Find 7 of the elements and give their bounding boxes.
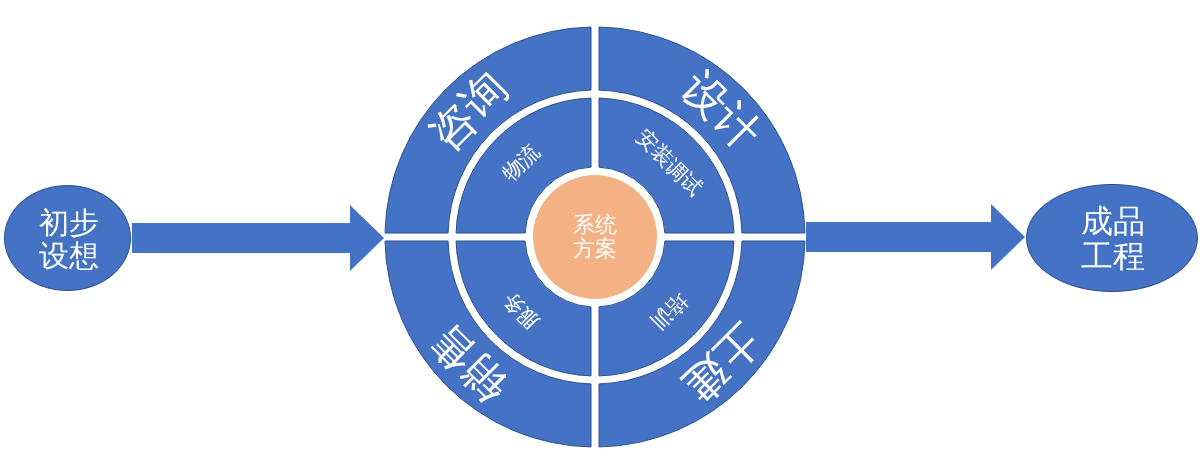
node-label: 初步设想 (37, 206, 100, 272)
center-circle (533, 175, 657, 299)
circle-label: 系统方案 (572, 212, 618, 262)
node-label: 成品工程 (1080, 203, 1146, 275)
arrow (132, 205, 384, 271)
segment-label: 安装调试 (631, 125, 707, 201)
arrow (806, 204, 1025, 270)
